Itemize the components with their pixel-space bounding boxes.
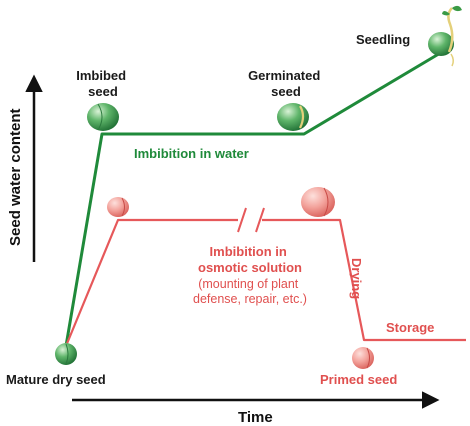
germinated-seed-label: Germinated seed [248,68,324,99]
green-seed-icon [55,343,77,365]
germinated-seed-icon [277,103,309,131]
pink-seed-icon [352,347,374,369]
imbibed-seed-label: Imbibed seed [76,68,129,99]
pink-seed-icon [301,187,335,217]
primed-seed-label: Primed seed [320,372,397,387]
seedling-icon [428,5,462,67]
pink-seed-icon [107,197,129,217]
y-axis-label: Seed water content [7,108,24,246]
osmotic-curve-right [262,218,466,342]
x-axis-label: Time [238,409,273,426]
imbibition-in-water-curve [64,50,443,347]
curve-break-mark-right [255,207,265,233]
green-seed-icon [87,103,119,131]
drying-label: Drying [349,258,364,299]
imbibition-osmotic-label: Imbibition in osmotic solution [198,244,302,275]
seedling-label: Seedling [356,32,410,47]
osmotic-note-label: (mounting of plant defense, repair, etc.… [193,277,307,306]
mature-dry-seed-label: Mature dry seed [6,372,106,387]
imbibition-in-water-label: Imbibition in water [134,146,249,161]
curve-break-mark-left [237,207,247,233]
storage-label: Storage [386,320,434,335]
osmotic-curve-left [64,218,238,347]
